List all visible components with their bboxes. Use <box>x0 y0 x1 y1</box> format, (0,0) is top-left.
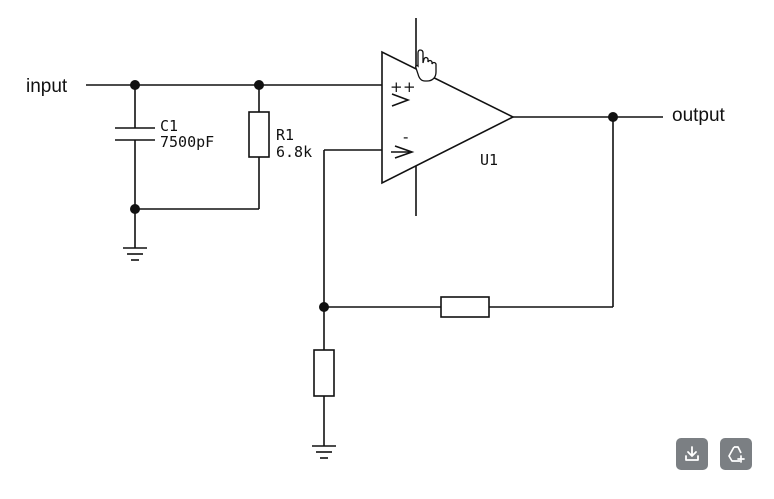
download-icon <box>685 446 699 461</box>
output-label: output <box>672 105 726 126</box>
junction-dot <box>130 204 140 214</box>
junction-dot <box>130 80 140 90</box>
junction-dot <box>608 112 618 122</box>
resistor-r1 <box>135 85 270 210</box>
opamp-plus-sign: + <box>390 78 403 96</box>
ground-resistor <box>313 307 335 446</box>
opamp-plus-sign-2: + <box>403 78 416 96</box>
download-button[interactable] <box>676 438 708 470</box>
r1-value-label: 6.8k <box>276 143 312 161</box>
ground-symbol-c1 <box>123 209 147 261</box>
share-add-button[interactable] <box>720 438 752 470</box>
c1-value-label: 7500pF <box>160 133 214 151</box>
r1-ref-label: R1 <box>276 126 294 144</box>
opamp-minus-sign: - <box>403 128 408 146</box>
junction-dot <box>319 302 329 312</box>
ground-symbol-feedback <box>312 445 336 459</box>
feedback-resistor <box>440 296 490 318</box>
capacitor-c1 <box>115 85 155 209</box>
c1-ref-label: C1 <box>160 117 178 135</box>
input-label: input <box>26 76 68 97</box>
junction-dot <box>254 80 264 90</box>
share-add-icon <box>728 446 745 463</box>
opamp-u1 <box>381 18 515 216</box>
feedback-network <box>323 117 614 308</box>
hand-pointer-icon <box>415 49 437 82</box>
u1-ref-label: U1 <box>480 151 498 169</box>
